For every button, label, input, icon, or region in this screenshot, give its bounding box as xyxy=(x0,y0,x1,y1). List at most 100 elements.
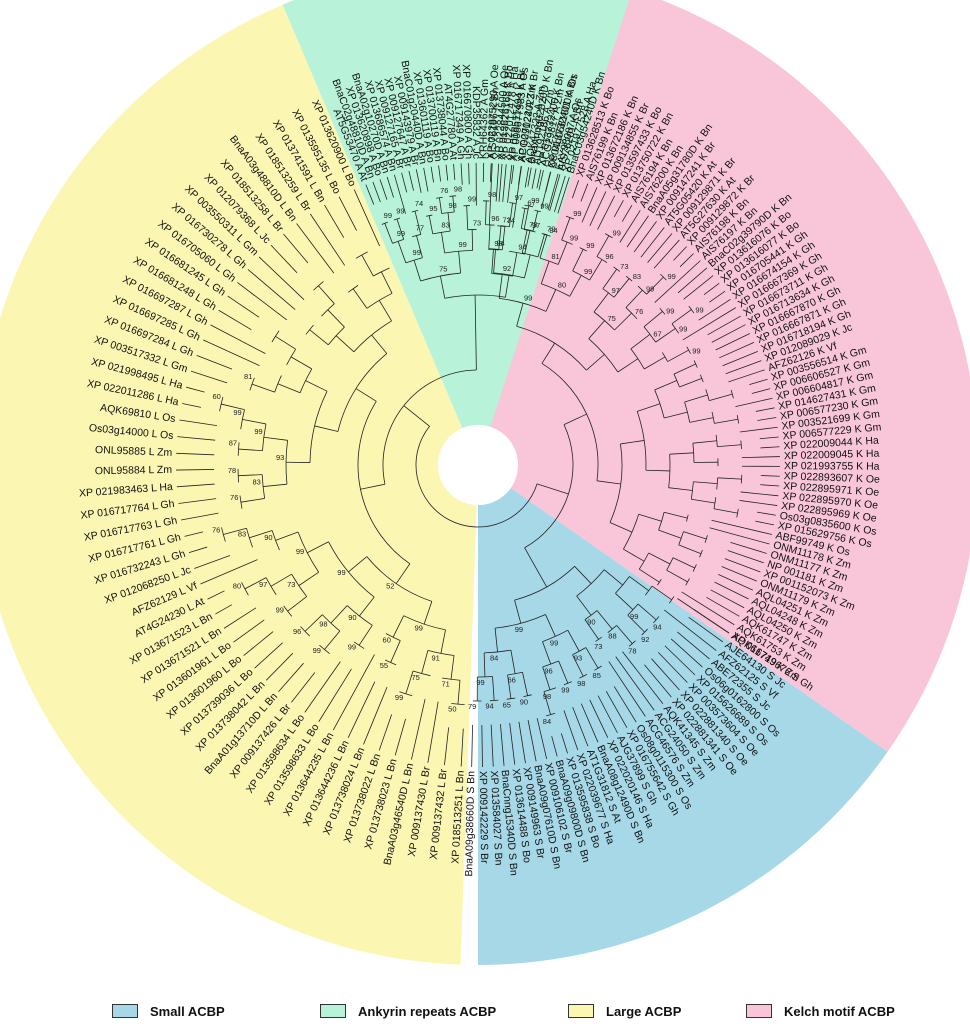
branch-kelch xyxy=(693,481,718,485)
branch-ankyrin xyxy=(401,172,408,193)
branch-kelch xyxy=(667,349,689,362)
branch-large xyxy=(249,530,273,539)
bootstrap-value-kelch: 97 xyxy=(612,286,620,295)
branch-ankyrin xyxy=(453,163,456,180)
internal-arc-large xyxy=(321,303,335,317)
branch-small xyxy=(500,723,505,766)
legend-label-ankyrin: Ankyrin repeats ACBP xyxy=(358,1003,497,1019)
branch-kelch xyxy=(644,356,666,370)
branch-large xyxy=(180,512,219,521)
branch-kelch xyxy=(589,191,607,227)
bootstrap-value-large: 96 xyxy=(293,627,301,636)
internal-arc-kelch xyxy=(660,273,667,281)
branch-ankyrin xyxy=(511,165,515,184)
internal-arc-small xyxy=(595,636,602,642)
bootstrap-value-kelch: 75 xyxy=(607,314,615,323)
branch-large xyxy=(444,727,450,766)
branch-kelch xyxy=(621,204,633,222)
branch-ankyrin xyxy=(396,218,405,240)
branch-kelch xyxy=(724,558,761,573)
branch-kelch xyxy=(735,397,773,408)
branch-ankyrin xyxy=(379,179,388,200)
branch-ankyrin xyxy=(505,274,510,298)
branch-large xyxy=(371,334,388,354)
internal-arc-ankyrin xyxy=(521,207,529,210)
branch-small xyxy=(693,609,730,634)
internal-arc-kelch xyxy=(541,363,599,481)
bootstrap-value-small: 93 xyxy=(574,654,582,663)
branch-large xyxy=(423,601,433,625)
branch-small xyxy=(585,647,599,669)
branch-kelch xyxy=(617,358,639,373)
branch-kelch xyxy=(671,309,692,325)
branch-ankyrin xyxy=(445,164,449,181)
bootstrap-value-kelch: 99 xyxy=(531,196,539,205)
internal-arc-kelch xyxy=(488,248,499,251)
branch-kelch xyxy=(572,249,584,272)
internal-arc-ankyrin xyxy=(488,248,503,251)
branch-kelch xyxy=(637,403,661,412)
branch-large xyxy=(338,196,357,231)
bootstrap-value-ankyrin: 98 xyxy=(448,201,456,210)
bootstrap-value-small: 98 xyxy=(543,692,551,701)
branch-large xyxy=(221,403,245,410)
branch-kelch xyxy=(549,174,561,212)
branch-ankyrin xyxy=(372,181,381,203)
internal-arc-large xyxy=(239,495,243,509)
branch-small xyxy=(514,600,522,624)
bootstrap-value-ankyrin: 99 xyxy=(413,248,421,257)
bootstrap-value-small: 65 xyxy=(503,700,511,709)
branch-kelch xyxy=(523,205,530,230)
branch-ankyrin xyxy=(466,205,469,230)
bootstrap-value-large: 76 xyxy=(212,526,220,535)
branch-kelch xyxy=(679,377,702,388)
branch-kelch xyxy=(664,411,688,419)
bootstrap-value-small: 94 xyxy=(653,622,661,631)
leaf-label-small: XP 009142229 S Br xyxy=(477,771,490,864)
branch-large xyxy=(298,571,319,586)
branch-small xyxy=(527,720,537,762)
bootstrap-value-ankyrin: 96 xyxy=(491,214,499,223)
branch-kelch xyxy=(759,436,779,440)
internal-arc-ankyrin xyxy=(493,272,525,279)
leaf-label-large: ONL95884 L Zm xyxy=(95,464,173,477)
branch-large xyxy=(263,483,287,487)
branch-ankyrin xyxy=(386,176,394,198)
branch-kelch xyxy=(498,226,502,251)
branch-large xyxy=(358,625,373,646)
branch-large xyxy=(390,640,401,663)
bootstrap-value-ankyrin: 97 xyxy=(515,193,523,202)
branch-large xyxy=(330,605,348,624)
internal-arc-small xyxy=(507,671,523,676)
branch-kelch xyxy=(678,544,702,555)
branch-small xyxy=(507,674,512,699)
branch-large xyxy=(304,661,341,713)
branch-kelch xyxy=(749,378,768,385)
branch-large xyxy=(233,619,265,643)
bootstrap-value-kelch: 67 xyxy=(653,329,661,338)
internal-arc-large xyxy=(240,409,245,430)
branch-large xyxy=(237,282,288,321)
branch-ankyrin xyxy=(537,233,545,258)
branch-kelch xyxy=(755,407,775,412)
center-hole xyxy=(438,425,518,505)
bootstrap-value-small: 78 xyxy=(628,646,636,655)
internal-arc-kelch xyxy=(643,326,656,343)
branch-large xyxy=(258,256,305,300)
branch-small xyxy=(615,656,655,711)
bootstrap-value-large: 99 xyxy=(348,643,356,652)
branch-large xyxy=(202,339,260,366)
branch-large xyxy=(392,615,405,638)
branch-kelch xyxy=(536,169,542,189)
legend-item-ankyrin: Ankyrin repeats ACBP xyxy=(320,1003,496,1019)
branch-kelch xyxy=(715,333,751,351)
leaf-label-kelch: XP 022893607 K Oe xyxy=(784,470,881,486)
leaf-label-kelch: XP 022009045 K Ha xyxy=(784,448,880,463)
branch-large xyxy=(194,555,231,569)
branch-ankyrin xyxy=(532,210,539,232)
bootstrap-value-small: 90 xyxy=(520,698,528,707)
branch-kelch xyxy=(613,200,624,218)
branch-small xyxy=(542,641,552,665)
branch-large xyxy=(263,436,288,441)
